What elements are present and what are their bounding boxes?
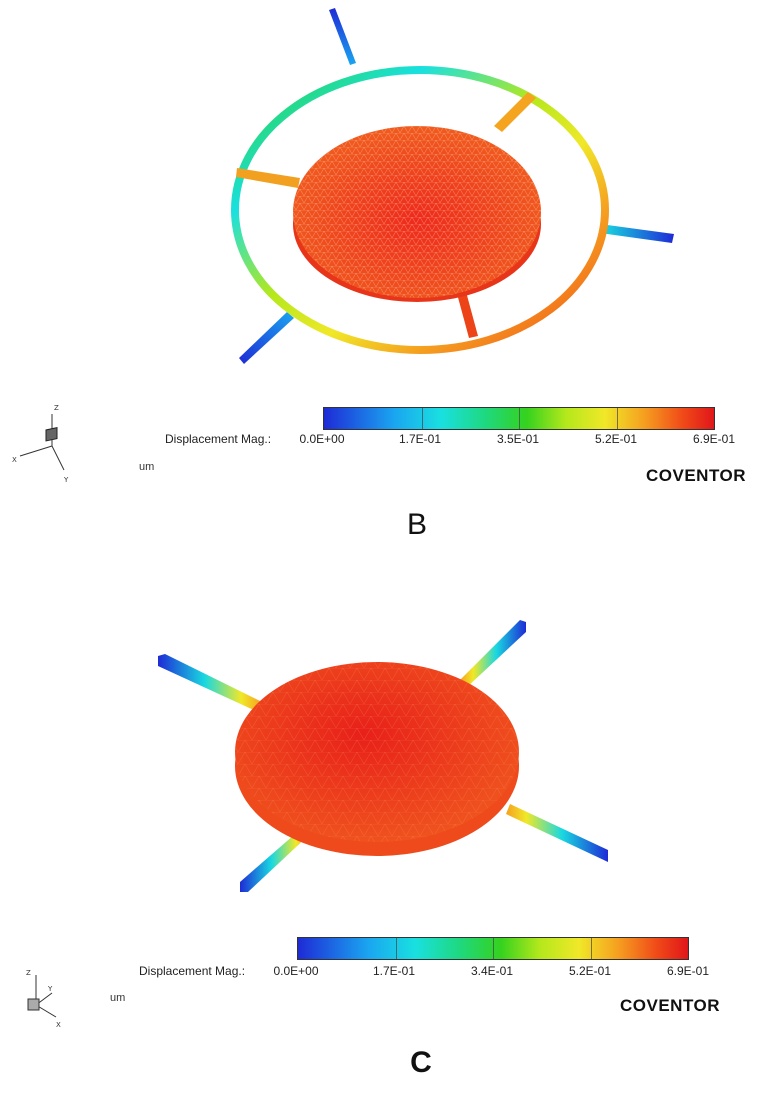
axis-z-label: Z [54,404,59,412]
axis-y-label: Y [63,476,69,484]
colorbar-tick: 5.2E-01 [568,964,612,978]
colorbar-c [297,937,689,960]
figure-label-c: C [410,1046,432,1079]
beam-left [236,168,300,188]
axis-z-label: Z [26,969,31,977]
tether-top-right [460,620,526,688]
units-label-c: um [110,992,126,1004]
anchor-bottom-left [239,312,294,364]
axis-triad-icon: Z X Y [12,404,69,484]
colorbar-label-c: Displacement Mag.: [139,964,246,978]
colorbar-tick: 3.4E-01 [470,964,514,978]
colorbar-tick: 1.7E-01 [398,432,442,446]
colorbar-tick: 1.7E-01 [372,964,416,978]
panel-c: Z Y X Displacement Mag.: 0.0E+00 1.7E-01… [0,560,766,1095]
disc-mesh [235,662,519,842]
anchor-right [600,224,674,243]
figure-label-b: B [406,508,428,541]
beam-bottom [456,288,478,338]
tether-bottom-right [506,804,608,862]
disc-mesh [293,126,541,298]
colorbar-b [323,407,715,430]
tether-bottom-left [240,828,310,892]
axis-x-label: X [56,1021,61,1029]
fem-model-b [231,8,674,364]
colorbar-tick: 6.9E-01 [666,964,710,978]
brand-logo-b: COVENTOR [646,466,747,485]
tether-top-left [158,654,262,712]
colorbar-tick: 3.5E-01 [496,432,540,446]
axis-y-label: Y [47,985,53,993]
panel-b: Z X Y Displacement Mag.: 0.0E+00 1.7E-01… [12,8,747,541]
axis-x-label: X [12,456,17,464]
colorbar-tick: 0.0E+00 [299,432,345,446]
outer-ring [231,66,609,354]
fem-model-c [158,620,608,892]
colorbar-tick: 0.0E+00 [273,964,319,978]
colorbar-tick: 6.9E-01 [692,432,736,446]
brand-logo-c: COVENTOR [620,996,721,1015]
anchor-top [329,8,356,65]
colorbar-tick: 5.2E-01 [594,432,638,446]
units-label-b: um [139,461,155,473]
beam-top-right [494,92,536,132]
colorbar-label-b: Displacement Mag.: [165,432,272,446]
axis-triad-icon: Z Y X [26,969,61,1029]
